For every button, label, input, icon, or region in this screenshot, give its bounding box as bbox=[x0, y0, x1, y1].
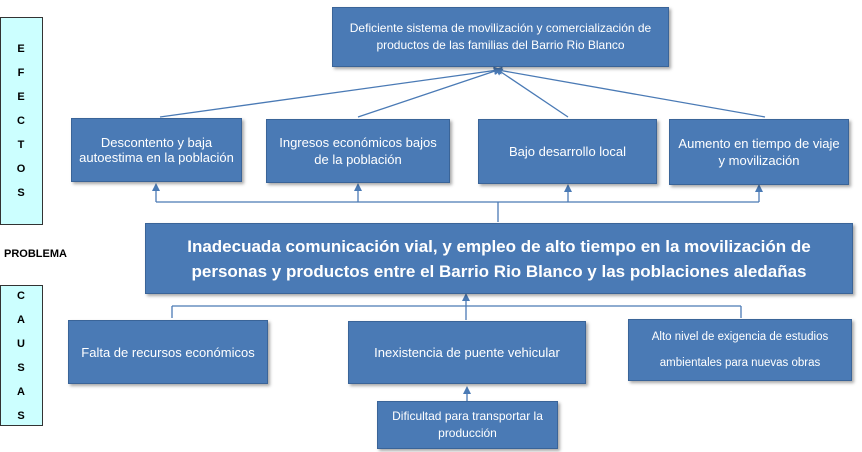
cause-box-2: Inexistencia de puente vehicular bbox=[348, 321, 586, 384]
top-effect-text: Deficiente sistema de movilización y com… bbox=[349, 21, 652, 52]
arrow-effect-1-to-top bbox=[159, 66, 502, 118]
cause-box-3: Alto nivel de exigencia de estudios ambi… bbox=[628, 319, 852, 381]
causas-label: C A U S A S bbox=[0, 285, 43, 426]
cause-text: Alto nivel de exigencia de estudios ambi… bbox=[651, 331, 829, 369]
effect-box-4: Aumento en tiempo de viaje y movilizació… bbox=[669, 119, 849, 185]
effect-box-1: Descontento y baja autoestima en la pobl… bbox=[71, 118, 242, 182]
efectos-letter: F bbox=[17, 67, 26, 79]
causas-letter: S bbox=[17, 409, 26, 422]
effect-text: Descontento y baja autoestima en la pobl… bbox=[79, 135, 234, 165]
cause-text: Falta de recursos económicos bbox=[81, 344, 255, 360]
efectos-letter: C bbox=[17, 115, 26, 127]
effect-text: Bajo desarrollo local bbox=[508, 144, 627, 159]
arrow-effect-4-to-top bbox=[494, 66, 766, 118]
efectos-letter: T bbox=[17, 139, 26, 151]
efectos-letter: O bbox=[16, 163, 27, 175]
effect-text: Aumento en tiempo de viaje y movilizació… bbox=[678, 136, 840, 168]
efectos-label: E F E C T O S bbox=[0, 17, 43, 225]
cause-text: Inexistencia de puente vehicular bbox=[374, 345, 560, 360]
problema-label: PROBLEMA bbox=[4, 248, 67, 260]
sub-cause-box: Dificultad para transportar la producció… bbox=[377, 401, 558, 449]
cause-box-1: Falta de recursos económicos bbox=[68, 320, 268, 384]
efectos-letter: E bbox=[17, 91, 26, 103]
effect-box-3: Bajo desarrollo local bbox=[478, 119, 657, 184]
effect-text: Ingresos económicos bajos de la població… bbox=[279, 135, 437, 167]
efectos-letter: E bbox=[17, 43, 26, 55]
problem-box: Inadecuada comunicación vial, y empleo d… bbox=[145, 223, 853, 294]
causas-letter: S bbox=[17, 361, 26, 374]
sub-cause-text: Dificultad para transportar la producció… bbox=[392, 409, 543, 440]
causas-letter: U bbox=[17, 337, 26, 350]
causas-letter: A bbox=[17, 313, 26, 326]
causas-letter: C bbox=[17, 289, 26, 302]
top-effect-box: Deficiente sistema de movilización y com… bbox=[332, 7, 669, 67]
problem-text: Inadecuada comunicación vial, y empleo d… bbox=[187, 236, 811, 281]
causas-letter: A bbox=[17, 385, 26, 398]
effect-box-2: Ingresos económicos bajos de la població… bbox=[266, 119, 450, 183]
efectos-letter: S bbox=[17, 187, 26, 199]
arrow-effect-2-to-top bbox=[357, 67, 502, 118]
arrow-effect-3-to-top bbox=[494, 67, 569, 118]
